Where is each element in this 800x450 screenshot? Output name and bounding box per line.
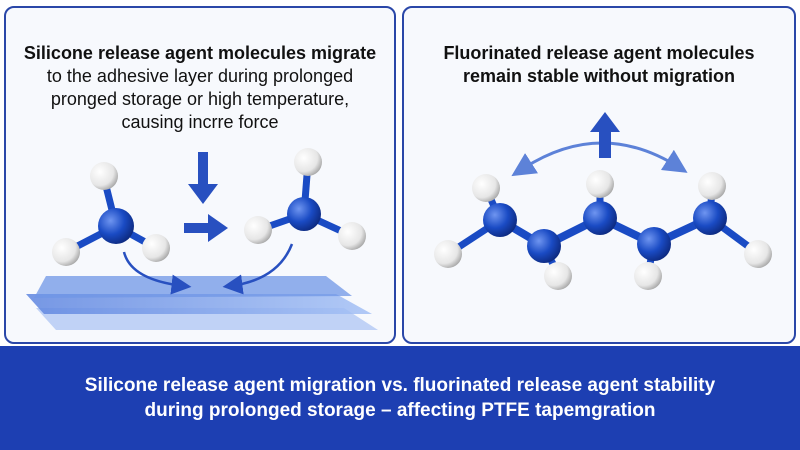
fluorinated-panel: Fluorinated release agent molecules rema…	[402, 6, 796, 344]
migration-arrow-right	[222, 243, 294, 295]
silicone-panel: Silicone release agent molecules migrate…	[4, 6, 396, 344]
silicone-heading-line-4: causing incrre force	[121, 112, 279, 132]
silicone-heading-line-1: Silicone release agent molecules migrate	[23, 43, 377, 63]
migration-arrow-left	[122, 251, 192, 295]
fluorinated-heading-line-1: Fluorinated release agent molecules	[443, 43, 755, 63]
silicone-heading-line-2: to the adhesive layer during prolonged	[46, 66, 354, 86]
silicone-molecule-right	[244, 148, 366, 250]
right-arrow-icon	[184, 214, 228, 242]
fluorinated-illustration	[434, 112, 772, 290]
silicone-heading-line-3: pronged storage or high temperature,	[50, 89, 350, 109]
up-arrow-icon	[590, 112, 620, 158]
silicone-illustration	[26, 148, 378, 330]
fluorinated-molecule-chain	[434, 170, 772, 290]
fluorinated-heading-line-2: remain stable without migration	[462, 66, 736, 86]
silicone-heading: Silicone release agent molecules migrate…	[6, 42, 394, 134]
caption-banner: Silicone release agent migration vs. flu…	[0, 346, 800, 450]
silicone-molecule-left	[52, 162, 170, 266]
adhesive-layer	[26, 276, 378, 330]
caption-line-1: Silicone release agent migration vs. flu…	[84, 375, 716, 396]
down-arrow-icon	[188, 152, 218, 204]
caption-line-2: during prolonged storage – affecting PTF…	[144, 400, 656, 421]
fluorinated-heading: Fluorinated release agent molecules rema…	[404, 42, 794, 88]
